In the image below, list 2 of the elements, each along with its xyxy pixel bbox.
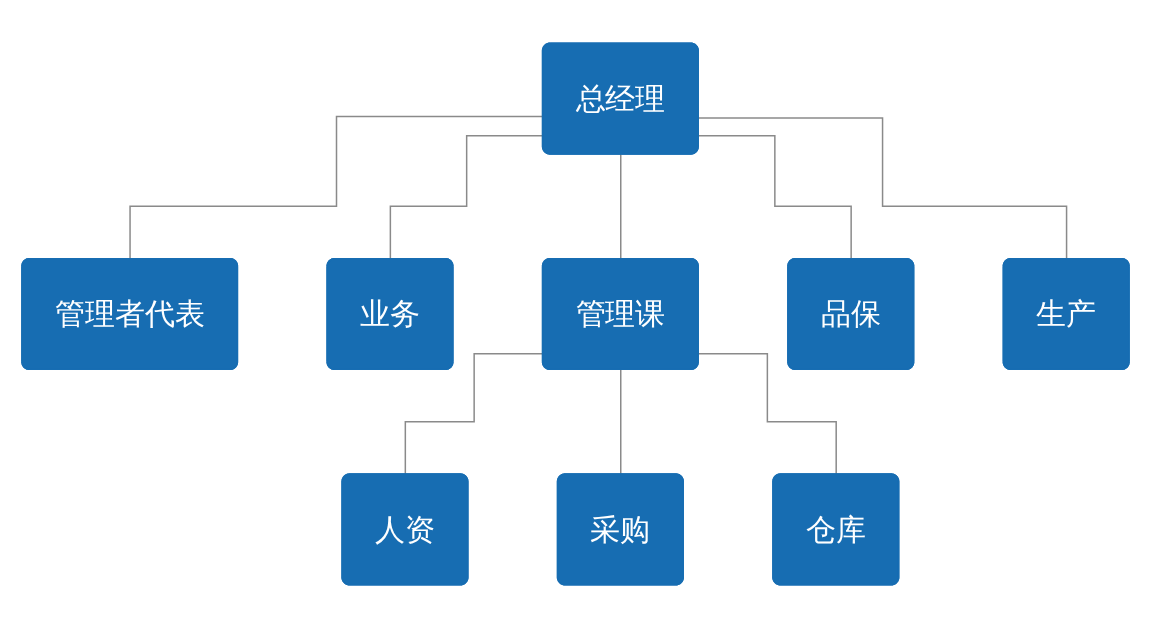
connector — [698, 352, 838, 476]
connector — [620, 369, 622, 476]
